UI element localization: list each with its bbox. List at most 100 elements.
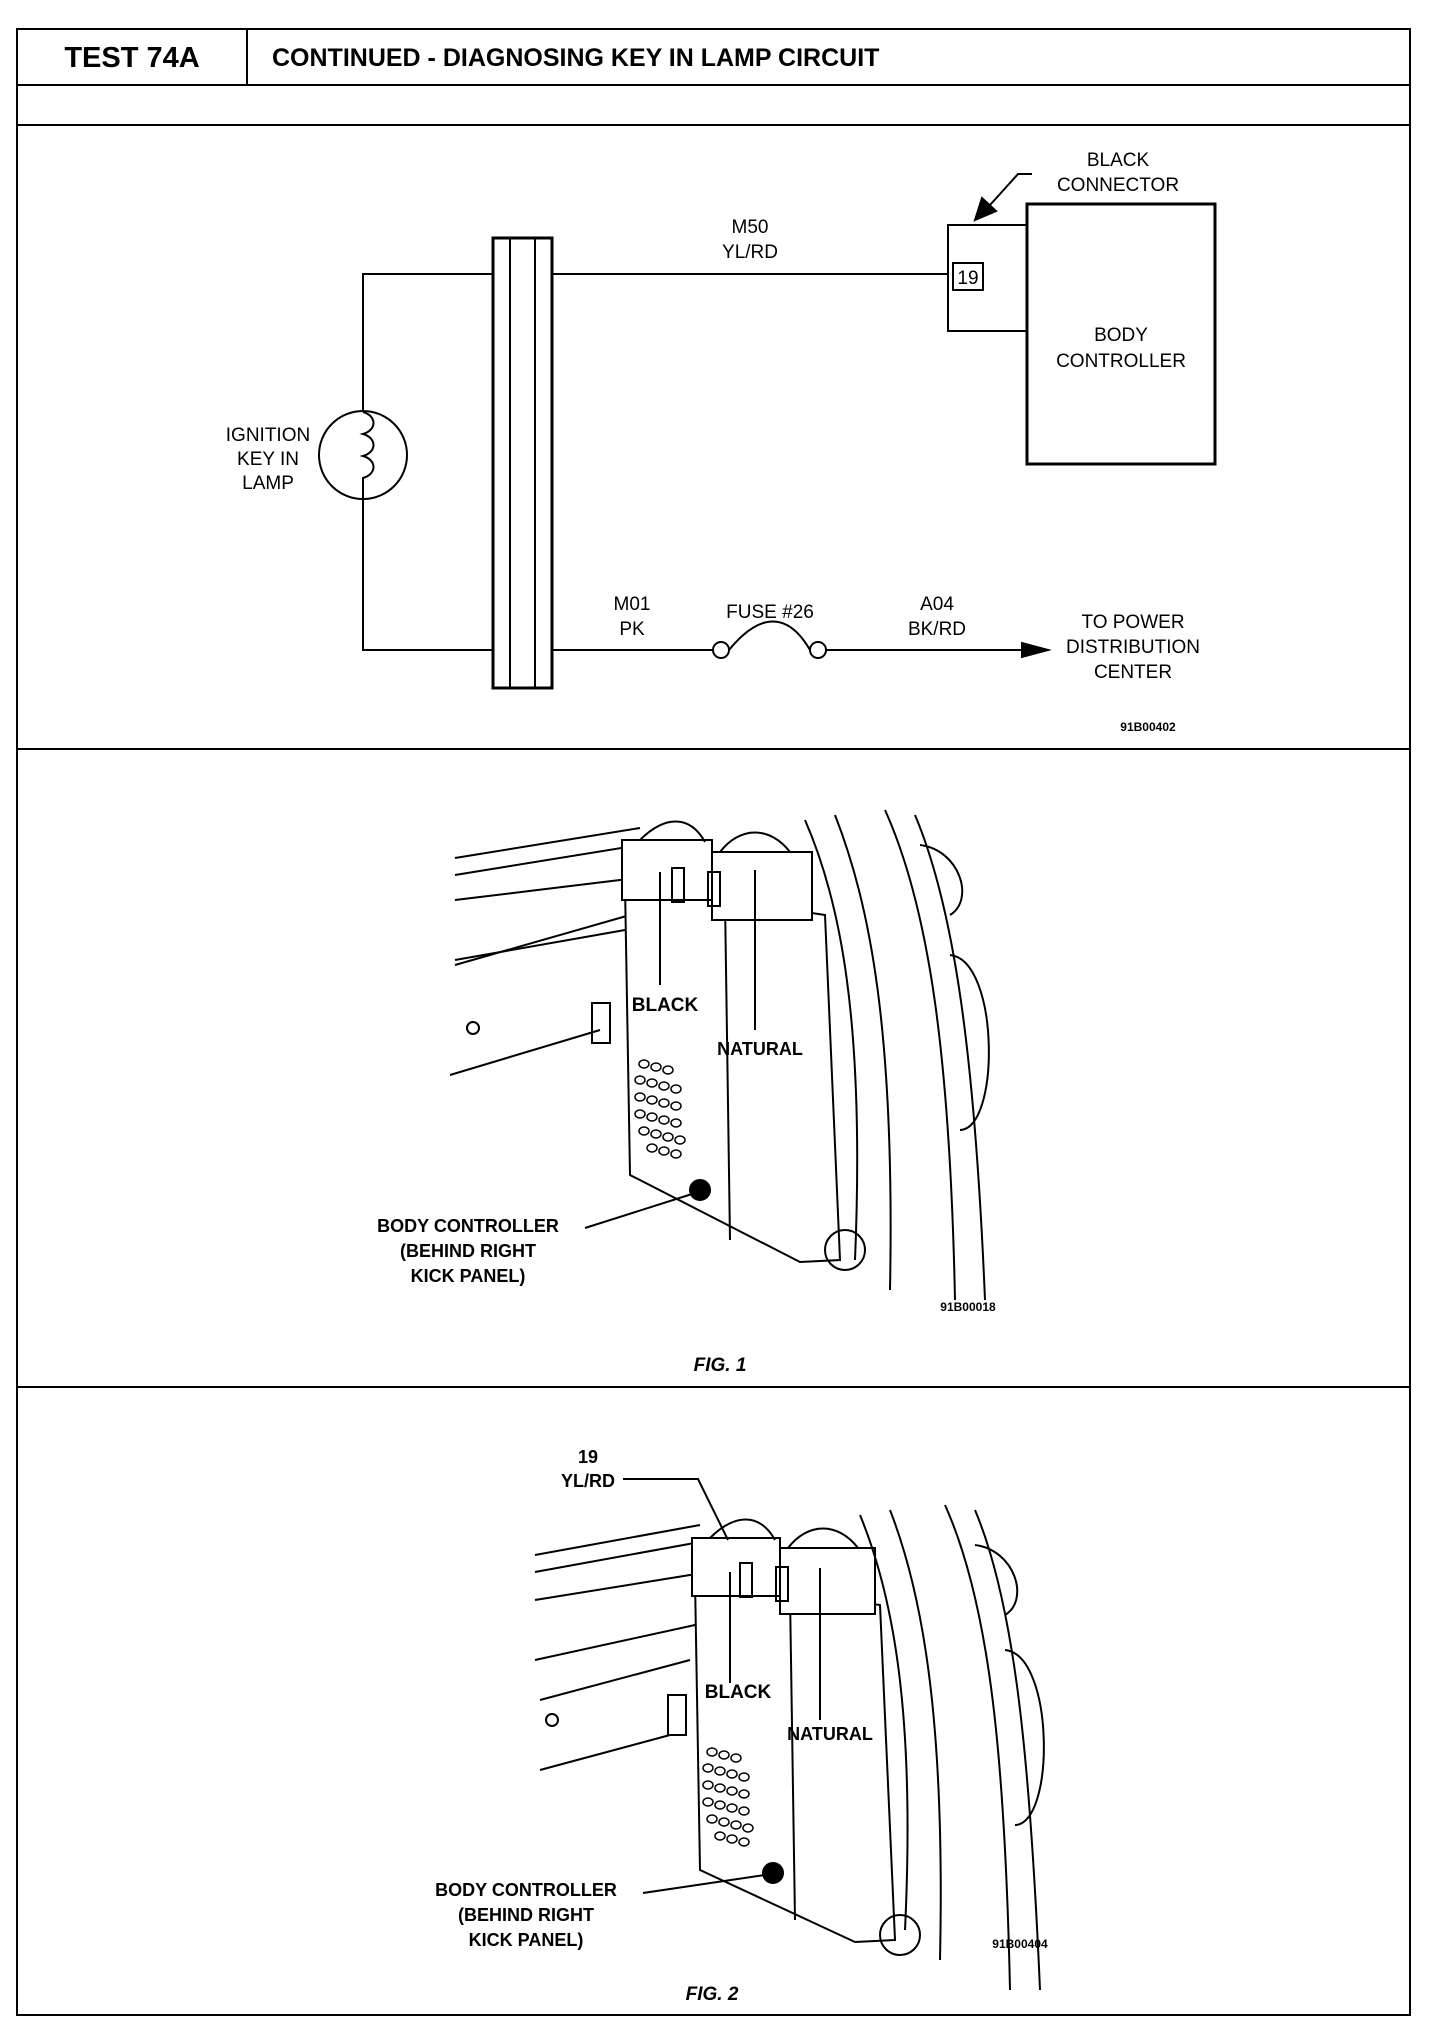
divider-2	[18, 1386, 1409, 1388]
fig2-illustration	[534, 1478, 1045, 1991]
callout-line: BODY CONTROLLER	[377, 1216, 559, 1236]
pillar-curve	[834, 814, 892, 1291]
dash-panel-line	[454, 914, 631, 966]
vent-holes	[634, 1059, 686, 1159]
pin-number: 19	[957, 268, 978, 289]
schematic-labels: IGNITION KEY IN LAMP M50 YL/RD BLACK CON…	[226, 150, 1200, 734]
fig1-illustration	[449, 809, 990, 1301]
lamp-label-line: IGNITION	[226, 425, 310, 446]
pin-callout-line: YL/RD	[561, 1471, 615, 1491]
callout-line: (BEHIND RIGHT	[458, 1905, 594, 1925]
page-title: CONTINUED - DIAGNOSING KEY IN LAMP CIRCU…	[272, 44, 880, 72]
pillar-curve	[944, 1504, 1011, 1991]
wire-top-color: YL/RD	[722, 242, 778, 263]
fuse-label: FUSE #26	[726, 602, 814, 623]
label-natural: NATURAL	[787, 1724, 873, 1744]
leader-pin-19	[623, 1478, 729, 1541]
page-frame: TEST 74A CONTINUED - DIAGNOSING KEY IN L…	[16, 28, 1411, 2016]
module-edge	[789, 1594, 796, 1921]
pillar-curve	[884, 809, 956, 1301]
dash-panel-line	[454, 844, 641, 876]
kick-panel-edge	[949, 954, 990, 1131]
connector-arrow-icon	[973, 196, 998, 222]
callout-line: KICK PANEL)	[411, 1266, 526, 1286]
wire-bottom-color: PK	[619, 619, 645, 640]
wire-out-color: BK/RD	[908, 619, 966, 640]
wiring-conduit	[534, 1573, 717, 1661]
fig1-labels: BLACK NATURAL BODY CONTROLLER (BEHIND RI…	[377, 995, 996, 1376]
lamp-label-line: KEY IN	[237, 449, 299, 470]
callout-dot	[689, 1179, 711, 1201]
connector-label-line: BLACK	[1087, 150, 1150, 171]
splice-bar	[491, 236, 554, 690]
harness-coil	[919, 844, 964, 916]
lamp-filament-icon	[359, 411, 375, 498]
fig2-caption: FIG. 2	[686, 1984, 739, 2005]
black-connector-shape	[691, 1537, 781, 1597]
connector-latch	[671, 867, 685, 903]
callout-line: (BEHIND RIGHT	[400, 1241, 536, 1261]
test-id: TEST 74A	[18, 30, 248, 86]
kick-panel-edge	[1004, 1649, 1045, 1826]
schematic	[318, 173, 1217, 690]
module-label-line: CONTROLLER	[1056, 351, 1186, 372]
dash-panel-line	[534, 1541, 701, 1573]
divider-1	[18, 748, 1409, 750]
connector-latch	[707, 871, 721, 907]
lamp-label-line: LAMP	[242, 473, 294, 494]
connector-label-line: CONNECTOR	[1057, 175, 1179, 196]
natural-connector-shape	[711, 851, 813, 921]
destination-line: CENTER	[1094, 662, 1172, 683]
header-row: TEST 74A CONTINUED - DIAGNOSING KEY IN L…	[18, 30, 1409, 86]
natural-connector-shape	[779, 1547, 876, 1615]
dash-panel-line	[454, 827, 641, 859]
harness-wires	[639, 820, 706, 843]
destination-arrow-icon	[1021, 641, 1052, 659]
wire-top-code: M50	[732, 217, 769, 238]
schematic-ref: 91B00402	[1120, 720, 1176, 734]
label-natural: NATURAL	[717, 1039, 803, 1059]
harness-wires	[709, 1518, 776, 1541]
fig1-ref: 91B00018	[940, 1300, 996, 1314]
connector-latch	[739, 1562, 753, 1598]
fig1-caption: FIG. 1	[694, 1355, 747, 1376]
body-controller-module	[1025, 202, 1217, 466]
pillar-curve	[859, 1514, 909, 1931]
connector-latch	[775, 1566, 789, 1602]
vent-holes	[702, 1747, 754, 1847]
dash-panel-line	[539, 1659, 691, 1701]
wire-out-code: A04	[920, 594, 954, 615]
pin-callout-line: 19	[578, 1447, 598, 1467]
fig2-labels: 19 YL/RD BLACK NATURAL BODY CONTROLLER (…	[435, 1447, 1048, 2005]
wire-bottom-code: M01	[614, 594, 651, 615]
fuse-terminal	[809, 641, 827, 659]
label-black: BLACK	[705, 1682, 772, 1703]
lamp-bulb-icon	[318, 410, 408, 500]
dash-panel-line	[539, 1734, 671, 1771]
connector-leader	[989, 173, 1032, 206]
pillar-curve	[889, 1509, 942, 1961]
label-black: BLACK	[632, 995, 699, 1016]
mounting-bolt	[879, 1914, 921, 1956]
fuse-terminal	[712, 641, 730, 659]
fig2-ref: 91B00404	[992, 1937, 1048, 1951]
harness-coil	[974, 1544, 1019, 1616]
fuse-icon	[728, 620, 811, 651]
destination-line: TO POWER	[1081, 612, 1184, 633]
mounting-bolt	[824, 1229, 866, 1271]
callout-line: BODY CONTROLLER	[435, 1880, 617, 1900]
lamp-wire-top	[362, 273, 493, 412]
leader-body-controller	[642, 1874, 766, 1894]
dash-panel-line	[449, 1029, 601, 1076]
wiring-conduit	[454, 878, 647, 961]
fastener-icon	[545, 1713, 559, 1727]
pillar-curve	[804, 819, 859, 1261]
callout-line: KICK PANEL)	[469, 1930, 584, 1950]
callout-dot	[762, 1862, 784, 1884]
leader-body-controller	[584, 1193, 693, 1229]
harness-wires	[719, 831, 791, 853]
harness-wires	[787, 1527, 859, 1549]
module-label-line: BODY	[1094, 325, 1148, 346]
pillar-curve	[914, 814, 986, 1301]
